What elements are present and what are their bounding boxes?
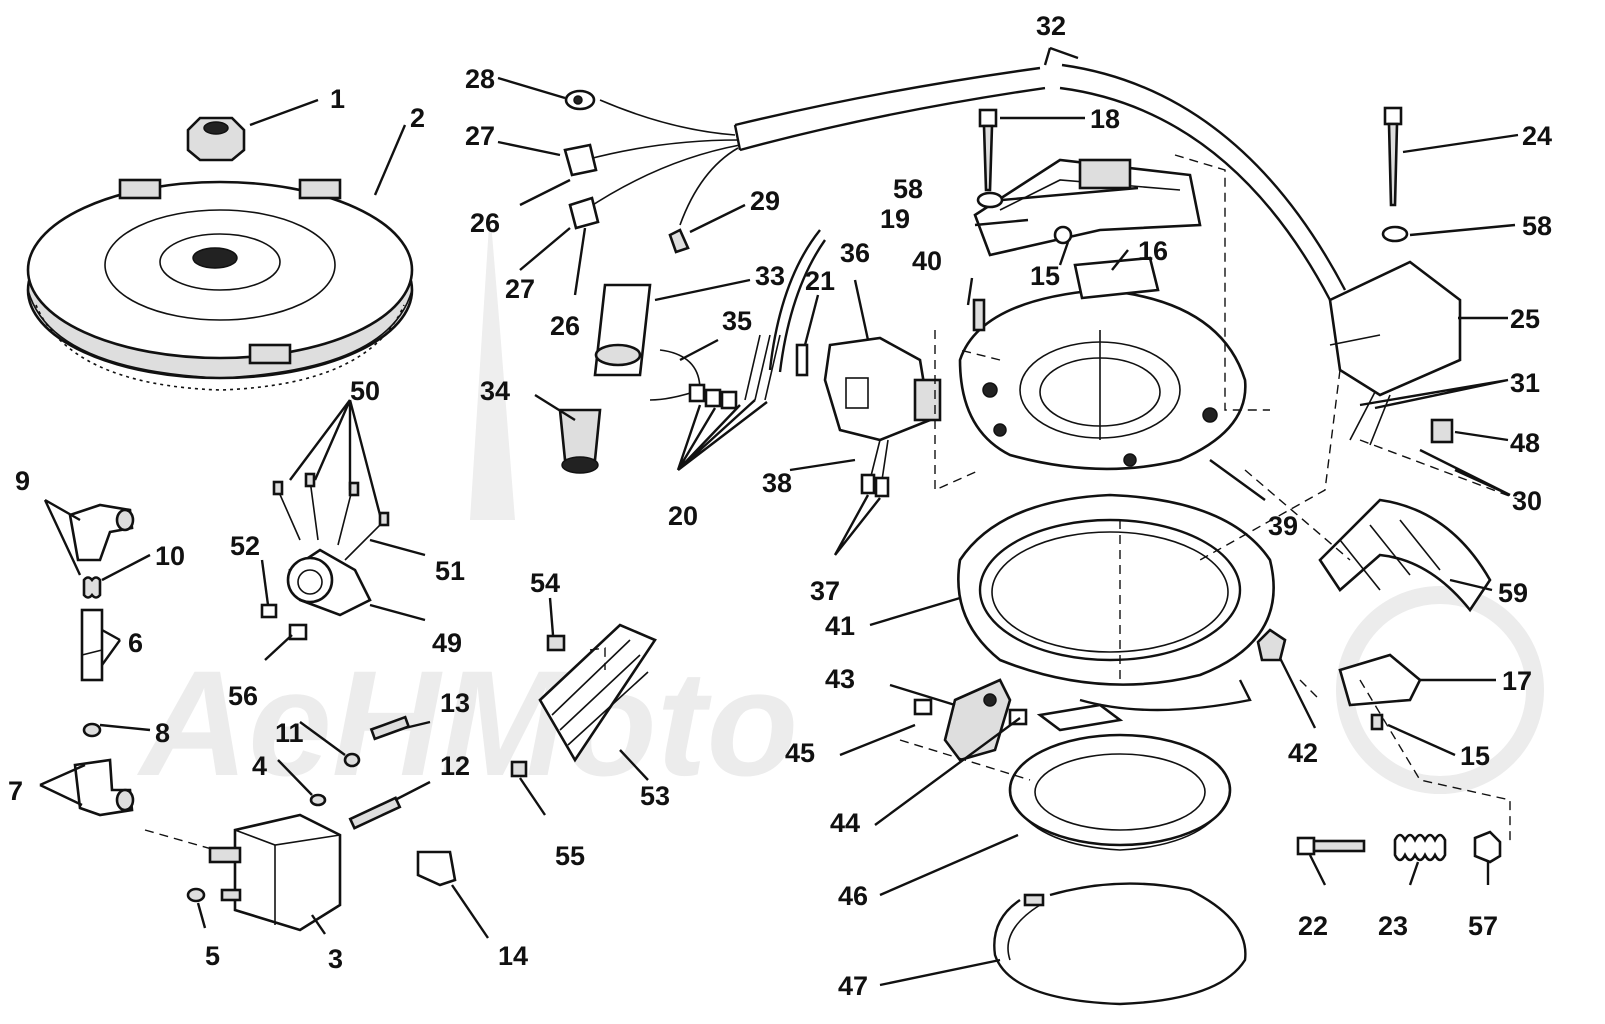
- armature-plate-part: [958, 288, 1247, 471]
- callout-2: 2: [410, 103, 425, 133]
- callout-40: 40: [912, 246, 942, 276]
- clip-17-part: [1338, 653, 1422, 731]
- callout-18: 18: [1090, 104, 1120, 134]
- callout-28: 28: [465, 64, 495, 94]
- callout-58-right: 58: [1522, 211, 1552, 241]
- callout-59: 59: [1498, 578, 1528, 608]
- callout-16: 16: [1138, 236, 1168, 266]
- cover-25-part: [1328, 260, 1462, 446]
- watermark-spire: [470, 210, 515, 520]
- callout-9: 9: [15, 466, 30, 496]
- bolt-spring-nut: [1296, 830, 1502, 864]
- callout-56: 56: [228, 681, 258, 711]
- callout-37: 37: [810, 576, 840, 606]
- sensor-assembly-part: [973, 158, 1202, 300]
- bracket-43-part: [913, 678, 1028, 762]
- callout-8: 8: [155, 718, 170, 748]
- callout-7: 7: [8, 776, 23, 806]
- callout-53: 53: [640, 781, 670, 811]
- screws-top: [972, 106, 1409, 332]
- callout-46: 46: [838, 881, 868, 911]
- callout-21: 21: [805, 266, 835, 296]
- callout-44: 44: [830, 808, 860, 838]
- callout-33: 33: [755, 261, 785, 291]
- callout-27-upper: 27: [465, 121, 495, 151]
- callout-labels: 1 2 3 4 5 6 7 8 9 10 11 12 13 14 15 15 1…: [8, 11, 1552, 1001]
- callout-58-left: 58: [893, 174, 923, 204]
- callout-3: 3: [328, 944, 343, 974]
- switch-49-part: [260, 472, 390, 641]
- callout-17: 17: [1502, 666, 1532, 696]
- hose-and-spring-parts: [68, 503, 135, 817]
- callout-54: 54: [530, 568, 560, 598]
- callout-31: 31: [1510, 368, 1540, 398]
- callout-10: 10: [155, 541, 185, 571]
- callout-6: 6: [128, 628, 143, 658]
- callout-13: 13: [440, 688, 470, 718]
- watermark-text: AeHMoto: [136, 639, 798, 807]
- callout-39: 39: [1268, 511, 1298, 541]
- callout-15-upper: 15: [1030, 261, 1060, 291]
- callout-45: 45: [785, 738, 815, 768]
- callout-23: 23: [1378, 911, 1408, 941]
- ignition-coil-part: [823, 336, 942, 498]
- mounting-plate-part: [957, 493, 1275, 732]
- callout-57: 57: [1468, 911, 1498, 941]
- callout-19: 19: [880, 204, 910, 234]
- callout-14: 14: [498, 941, 528, 971]
- leader-lines: [39, 46, 1519, 987]
- callout-26-lower: 26: [550, 311, 580, 341]
- callout-47: 47: [838, 971, 868, 1001]
- main-harness-cable: [584, 63, 1347, 301]
- condenser-part: [558, 283, 652, 474]
- callout-29: 29: [750, 186, 780, 216]
- callout-25: 25: [1510, 304, 1540, 334]
- lead-wires: [649, 229, 826, 410]
- flywheel-part: [26, 178, 414, 391]
- callout-48: 48: [1510, 428, 1540, 458]
- callout-36: 36: [840, 238, 870, 268]
- ring-terminal-part: [564, 89, 596, 111]
- callout-1: 1: [330, 84, 345, 114]
- callout-41: 41: [825, 611, 855, 641]
- callout-22: 22: [1298, 911, 1328, 941]
- callout-55: 55: [555, 841, 585, 871]
- callout-49: 49: [432, 628, 462, 658]
- ring-46-part: [1008, 733, 1232, 851]
- cap-42-part: [1256, 628, 1287, 662]
- callout-32: 32: [1036, 11, 1066, 41]
- clip-14-part: [416, 850, 457, 887]
- wire-connector-part: [668, 228, 690, 254]
- retainer-ring-47-part: [993, 882, 1247, 1006]
- block-3-part: [186, 715, 411, 932]
- callout-50: 50: [350, 376, 380, 406]
- shield-part: [1318, 498, 1492, 613]
- callout-51: 51: [435, 556, 465, 586]
- callout-4: 4: [252, 751, 267, 781]
- callout-34: 34: [480, 376, 510, 406]
- callout-35: 35: [722, 306, 752, 336]
- callout-5: 5: [205, 941, 220, 971]
- callout-30: 30: [1512, 486, 1542, 516]
- callout-24: 24: [1522, 121, 1552, 151]
- callout-15-lower: 15: [1460, 741, 1490, 771]
- callout-38: 38: [762, 468, 792, 498]
- callout-52: 52: [230, 531, 260, 561]
- spark-plug-boots: [563, 143, 600, 230]
- callout-42: 42: [1288, 738, 1318, 768]
- callout-27-lower: 27: [505, 274, 535, 304]
- callout-43: 43: [825, 664, 855, 694]
- callout-11: 11: [275, 718, 304, 748]
- callout-12: 12: [440, 751, 470, 781]
- callout-20: 20: [668, 501, 698, 531]
- flywheel-nut-part: [186, 116, 246, 162]
- callout-26-upper: 26: [470, 208, 500, 238]
